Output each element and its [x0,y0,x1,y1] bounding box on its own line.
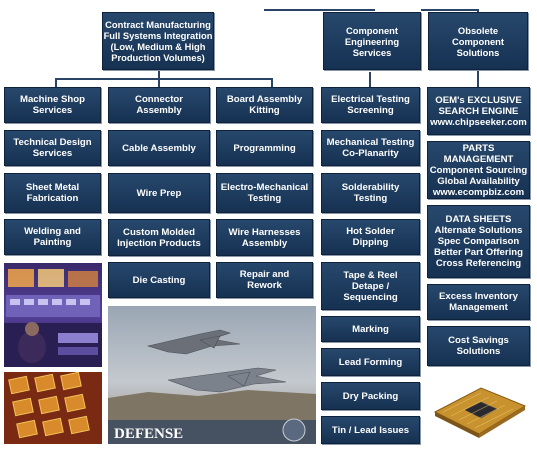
parts-management-box: PARTS MANAGEMENT Component Sourcing Glob… [427,141,530,199]
connector-component-drop [369,72,371,87]
connector-contract-drop [158,70,160,79]
repair-rework-box: Repair and Rework [216,262,313,298]
connector-row-horizontal [55,78,273,80]
marking-box: Marking [321,316,420,342]
contract-manufacturing-box: Contract Manufacturing Full Systems Inte… [102,12,214,70]
connector-col3-drop [271,78,273,87]
hot-solder-box: Hot Solder Dipping [321,219,420,255]
data-sheets-box: DATA SHEETS Alternate Solutions Spec Com… [427,205,530,278]
processor-chip-photo [429,372,530,444]
connector-assembly-box: Connector Assembly [108,87,210,123]
connector-col2-drop [158,78,160,87]
lead-forming-box: Lead Forming [321,348,420,376]
welding-painting-box: Welding and Painting [4,219,101,255]
technical-design-box: Technical Design Services [4,130,101,166]
oem-search-box: OEM's EXCLUSIVE SEARCH ENGINE www.chipse… [427,87,530,135]
custom-molded-box: Custom Molded Injection Products [108,219,210,256]
machine-shop-box: Machine Shop Services [4,87,101,123]
cost-savings-box: Cost Savings Solutions [427,326,530,366]
component-engineering-box: Component Engineering Services [323,12,421,70]
electrical-testing-box: Electrical Testing Screening [321,87,420,123]
tape-reel-box: Tape & Reel Detape / Sequencing [321,262,420,310]
die-casting-box: Die Casting [108,262,210,298]
excess-inventory-box: Excess Inventory Management [427,284,530,320]
chip-array-photo [4,372,102,444]
board-assembly-box: Board Assembly Kitting [216,87,313,123]
electro-mechanical-box: Electro-Mechanical Testing [216,173,313,213]
connector-top-horizontal [264,9,375,11]
sheet-metal-box: Sheet Metal Fabrication [4,173,101,213]
connector-top-horizontal-right [421,9,478,11]
mechanical-testing-box: Mechanical Testing Co-Planarity [321,130,420,166]
fighter-jets-photo: DEFENSE [108,306,316,444]
wire-prep-box: Wire Prep [108,173,210,213]
defense-caption: DEFENSE [114,426,183,442]
control-room-photo [4,263,102,367]
solderability-box: Solderability Testing [321,173,420,213]
wire-harness-box: Wire Harnesses Assembly [216,219,313,256]
programming-box: Programming [216,130,313,166]
connector-obsolete-lower-drop [477,70,479,87]
obsolete-component-box: Obsolete Component Solutions [428,12,528,70]
dry-packing-box: Dry Packing [321,382,420,410]
connector-col1-drop [55,78,57,87]
cable-assembly-box: Cable Assembly [108,130,210,166]
tin-lead-box: Tin / Lead Issues [321,416,420,444]
